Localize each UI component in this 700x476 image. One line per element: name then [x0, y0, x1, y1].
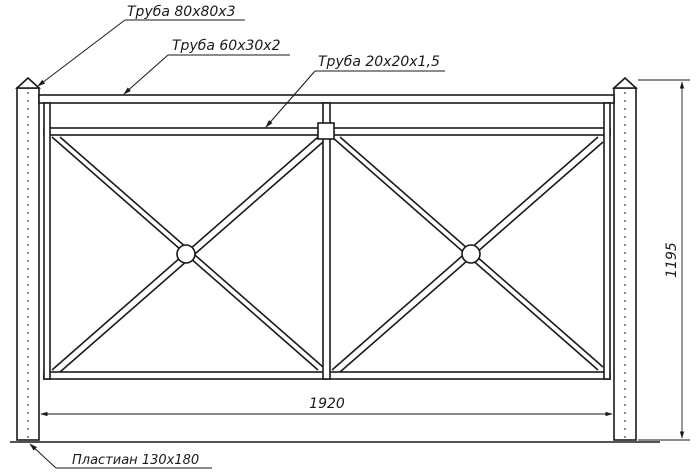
top-rail [38, 94, 615, 104]
leader-pipe-20: Труба 20х20х1,5 [265, 54, 445, 128]
width-dimension: 1920 [38, 396, 615, 420]
left-post [14, 76, 42, 441]
leader-pipe-80: Труба 80х80х3 [37, 4, 245, 87]
center-joint-plate [317, 122, 335, 140]
height-dimension-label: 1195 [664, 242, 680, 278]
label-pipe-20: Труба 20х20х1,5 [318, 54, 440, 70]
label-base-plate: Пластиан 130х180 [72, 453, 199, 468]
panel-frame [43, 102, 611, 380]
right-post [611, 76, 639, 441]
leader-base-plate: Пластиан 130х180 [29, 443, 212, 469]
label-pipe-60: Труба 60х30х2 [172, 38, 281, 54]
label-pipe-80: Труба 80х80х3 [127, 4, 236, 20]
left-center-node [176, 244, 196, 264]
width-dimension-label: 1920 [309, 396, 345, 412]
leader-pipe-60: Труба 60х30х2 [123, 38, 290, 95]
height-dimension: 1195 [638, 79, 690, 441]
right-center-node [461, 244, 481, 264]
